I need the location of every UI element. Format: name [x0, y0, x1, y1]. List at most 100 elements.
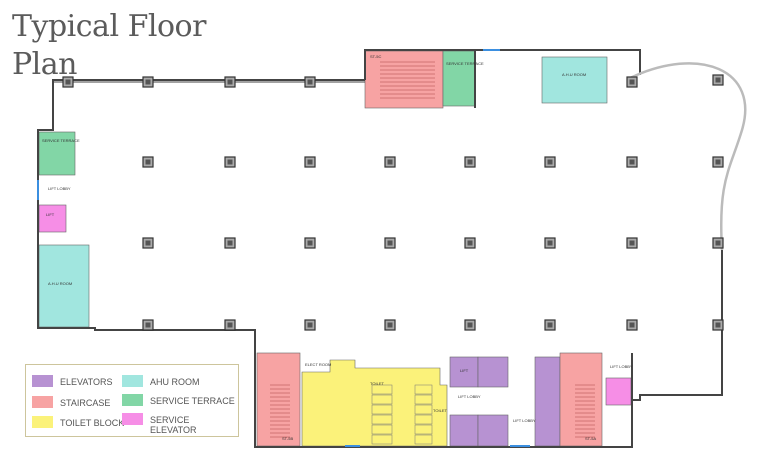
column-core [145, 322, 151, 328]
ahu-room-left [38, 244, 90, 328]
column-core [629, 79, 635, 85]
elevator-4 [477, 414, 509, 447]
column-core [467, 240, 473, 246]
room-label-lift-lobby: LIFT LOBBY [458, 394, 481, 399]
column-core [467, 159, 473, 165]
room-labels: ST-5C SERVICE TERRACE A.H.U ROOM SERVICE TE… [42, 54, 633, 441]
outer-walls [37, 49, 747, 448]
column-core [467, 322, 473, 328]
room-label-toilet-2: TOILET [433, 408, 447, 413]
toilet-stall [371, 394, 393, 405]
service-elevator-left [38, 204, 67, 233]
legend-label: ELEVATORS [60, 377, 113, 387]
room-label-elect-room: ELECT ROOM [305, 362, 331, 367]
toilet-stall [414, 404, 433, 415]
column-core [715, 322, 721, 328]
legend-item-elevators: ELEVATORS [32, 375, 113, 387]
service-elevator-right [605, 377, 632, 406]
room-label-right-lobby: LIFT LOBBY [610, 364, 633, 369]
legend-swatch [32, 375, 53, 387]
legend-swatch [32, 396, 53, 408]
legend: ELEVATORS STAIRCASE TOILET BLOCK AHU ROO… [25, 364, 239, 437]
title-line-2: Plan [12, 47, 78, 82]
legend-item-service-elevator: SERVICE ELEVATOR [122, 413, 232, 435]
toilet-stall [371, 424, 393, 435]
column-core [547, 322, 553, 328]
column-core [307, 322, 313, 328]
toilet-stall [414, 394, 433, 405]
legend-swatch [122, 394, 143, 406]
column-core [227, 79, 233, 85]
title-line-1: Typical Floor [12, 9, 206, 44]
toilet-stall [414, 434, 433, 445]
legend-label: AHU ROOM [150, 377, 200, 387]
column-core [387, 240, 393, 246]
column-core [65, 79, 71, 85]
legend-swatch [32, 416, 53, 428]
colored-rooms [38, 50, 632, 447]
column-core [547, 240, 553, 246]
elevator-1 [449, 356, 479, 388]
service-terrace-top [442, 50, 476, 107]
room-label-top-stair: ST-5C [370, 54, 381, 59]
legend-label: TOILET BLOCK [60, 418, 125, 428]
toilet-stall [371, 414, 393, 425]
legend-item-toilet-block: TOILET BLOCK [32, 416, 124, 428]
column-core [307, 159, 313, 165]
column-core [629, 159, 635, 165]
legend-swatch [122, 375, 143, 387]
room-label-left-ahu: A.H.U ROOM [48, 281, 72, 286]
staircase-5b [256, 352, 301, 447]
column-core [387, 159, 393, 165]
room-label-top-terrace: SERVICE TERRACE [446, 61, 484, 66]
toilet-stall [414, 414, 433, 425]
column-core [145, 159, 151, 165]
room-label-lift: LIFT [460, 368, 469, 373]
toilet-stall [371, 434, 393, 445]
legend-item-service-terrace: SERVICE TERRACE [122, 394, 235, 406]
staircase-5a [559, 352, 603, 447]
room-label-right-lobby: LIFT LOBBY [513, 418, 536, 423]
column-core [307, 79, 313, 85]
elevator-5 [534, 356, 561, 447]
ahu-room-top [541, 56, 608, 104]
column-core [307, 240, 313, 246]
room-label-toilet-1: TOILET [370, 381, 384, 386]
toilet-stall [371, 384, 393, 395]
legend-item-ahu-room: AHU ROOM [122, 375, 200, 387]
toilet-block [301, 359, 448, 447]
room-label-left-lift: LIFT [46, 212, 55, 217]
elevator-2 [477, 356, 509, 388]
service-terrace-left [38, 131, 76, 176]
room-label-stair-5b: ST-5B [282, 436, 293, 441]
room-label-left-lobby: LIFT LOBBY [48, 186, 71, 191]
column-core [227, 240, 233, 246]
column-core [387, 322, 393, 328]
column-core [715, 240, 721, 246]
legend-item-staircase: STAIRCASE [32, 396, 110, 408]
column-core [629, 240, 635, 246]
legend-label: SERVICE ELEVATOR [150, 415, 197, 435]
structural-columns [62, 74, 724, 331]
column-core [145, 240, 151, 246]
toilet-stall [414, 424, 433, 435]
legend-swatch [122, 413, 143, 425]
room-label-top-ahu: A.H.U ROOM [562, 72, 586, 77]
glass-segments [37, 49, 530, 447]
legend-label: STAIRCASE [60, 398, 111, 408]
column-core [227, 159, 233, 165]
staircase-top [364, 50, 444, 109]
toilet-stall [414, 384, 433, 395]
column-core [715, 77, 721, 83]
legend-label: SERVICE TERRACE [150, 396, 235, 406]
room-label-stair-5a: ST-5A [585, 436, 596, 441]
toilet-stall [371, 404, 393, 415]
column-core [145, 79, 151, 85]
column-core [629, 322, 635, 328]
column-core [547, 159, 553, 165]
room-label-left-terrace: SERVICE TERRACE [42, 138, 80, 143]
column-core [715, 159, 721, 165]
column-core [227, 322, 233, 328]
